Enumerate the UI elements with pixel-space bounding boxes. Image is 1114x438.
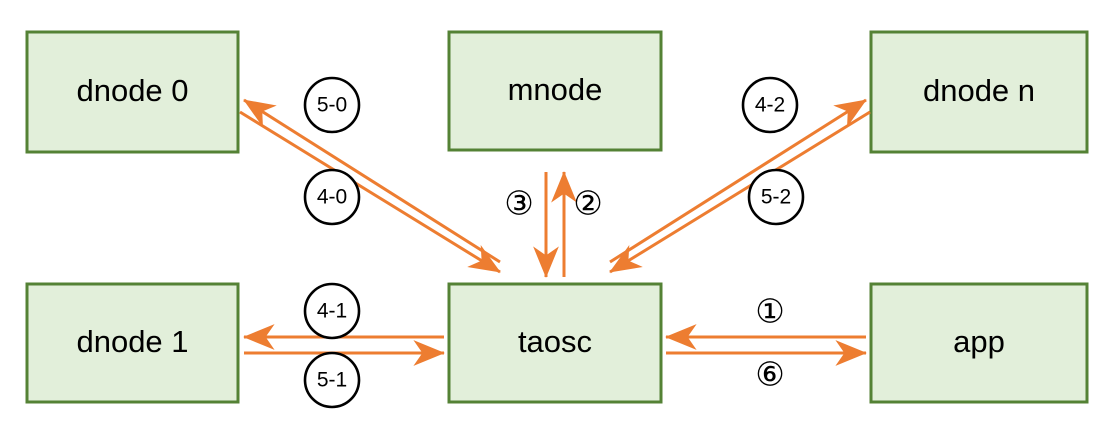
- edge-5-0-arrow: [243, 98, 501, 264]
- node-label: app: [953, 324, 1005, 359]
- badge-circle: [303, 168, 361, 226]
- badge-label: ③: [504, 184, 534, 223]
- badge-label: 4-1: [317, 300, 347, 323]
- edge-badge-3: ③: [504, 184, 534, 223]
- node-label: dnode n: [923, 73, 1035, 108]
- edge-4-2-arrow: [609, 98, 867, 264]
- edge-badge-4-0: 4-0: [303, 168, 361, 226]
- node-dnode-n[interactable]: dnode n: [869, 30, 1089, 154]
- edge-badge-5-1: 5-1: [303, 351, 361, 409]
- badge-label: 5-1: [317, 369, 347, 392]
- edge-badge-1: ①: [755, 292, 785, 331]
- edge-badge-5-2: 5-2: [747, 168, 805, 226]
- badge-label: 5-2: [761, 186, 791, 209]
- badge-label: 4-0: [317, 186, 347, 209]
- edge-badge-4-2: 4-2: [741, 76, 799, 134]
- node-label: dnode 1: [76, 324, 188, 359]
- node-dnode-0[interactable]: dnode 0: [25, 30, 240, 154]
- node-mnode[interactable]: mnode: [447, 30, 663, 152]
- node-dnode-1[interactable]: dnode 1: [25, 282, 240, 404]
- badge-circle: [303, 76, 361, 134]
- badge-circle: [303, 351, 361, 409]
- badge-label: ①: [755, 292, 785, 331]
- badge-label: 4-2: [755, 94, 785, 117]
- edge-badge-6: ⑥: [755, 355, 785, 394]
- node-taosc[interactable]: taosc: [447, 282, 663, 404]
- badge-circle: [747, 168, 805, 226]
- node-box: [25, 282, 240, 404]
- node-label: dnode 0: [76, 73, 188, 108]
- badge-label: ②: [573, 184, 603, 223]
- badge-label: 5-0: [317, 94, 347, 117]
- node-label: taosc: [518, 324, 592, 359]
- node-box: [25, 30, 240, 154]
- edge-5-2-arrow: [609, 110, 871, 274]
- edge-badge-2: ②: [573, 184, 603, 223]
- badge-label: ⑥: [755, 355, 785, 394]
- node-box: [447, 30, 663, 152]
- edge-badge-5-0: 5-0: [303, 76, 361, 134]
- node-box: [447, 282, 663, 404]
- badge-circle: [741, 76, 799, 134]
- badge-circle: [303, 282, 361, 340]
- node-box: [869, 282, 1089, 404]
- edge-4-0-arrow: [239, 110, 501, 274]
- edge-badge-4-1: 4-1: [303, 282, 361, 340]
- node-app[interactable]: app: [869, 282, 1089, 404]
- node-box: [869, 30, 1089, 154]
- node-label: mnode: [508, 72, 603, 107]
